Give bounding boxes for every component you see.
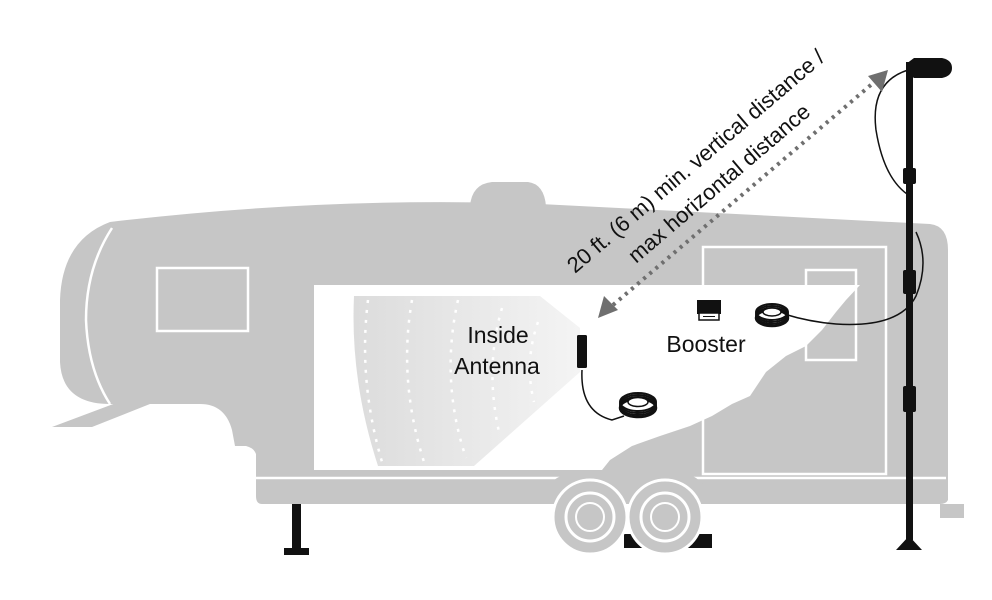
inside-antenna-label-line2: Antenna bbox=[454, 353, 540, 379]
cable-coil-icon bbox=[754, 303, 790, 328]
landing-jack bbox=[292, 504, 301, 550]
booster-label: Booster bbox=[666, 331, 746, 357]
booster-icon bbox=[697, 300, 721, 321]
cable-coil-icon bbox=[618, 392, 658, 419]
outside-antenna-icon bbox=[906, 58, 952, 78]
inside-antenna-icon bbox=[577, 335, 587, 368]
rv-wheels bbox=[540, 470, 712, 556]
mast-pole-icon bbox=[896, 62, 922, 550]
front-window bbox=[155, 266, 250, 333]
coax-cables bbox=[581, 69, 924, 421]
signal-beam bbox=[353, 296, 580, 466]
distance-arrow bbox=[598, 70, 888, 318]
inside-antenna-label-line1: Inside bbox=[467, 322, 528, 348]
